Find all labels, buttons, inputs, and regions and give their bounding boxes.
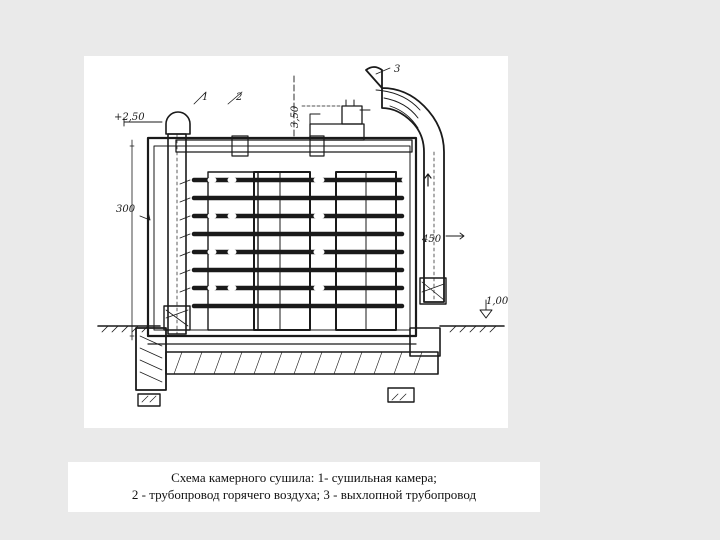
drying-chamber-diagram: +2,50 1,00 300 450 3,50 1 2 3 — [84, 56, 508, 428]
dimension-right: 450 — [421, 234, 442, 245]
diagram-svg: +2,50 1,00 300 450 3,50 1 2 3 — [97, 64, 508, 407]
ceiling-duct — [175, 135, 413, 157]
level-mark-right: 1,00 — [486, 296, 508, 307]
dimension-lines — [123, 67, 493, 341]
caption-line-2: 2 - трубопровод горячего воздуха; 3 - вы… — [131, 487, 477, 502]
hot-air-pipe — [163, 111, 191, 335]
drying-racks — [179, 171, 407, 331]
roof-fan — [309, 99, 371, 141]
foundation — [135, 327, 441, 407]
level-mark-top: +2,50 — [114, 112, 145, 123]
drying-chamber — [146, 136, 418, 345]
callout-1: 1 — [202, 92, 208, 103]
exhaust-pipe — [365, 66, 447, 305]
dimension-left: 300 — [116, 204, 136, 215]
figure-caption: Схема камерного сушила: 1- сушильная кам… — [68, 462, 540, 512]
dimension-top: 3,50 — [290, 105, 301, 128]
callout-2: 2 — [235, 92, 242, 103]
caption-line-1: Схема камерного сушила: 1- сушильная кам… — [171, 470, 437, 485]
callout-3: 3 — [394, 64, 400, 75]
ground-line — [97, 325, 505, 333]
